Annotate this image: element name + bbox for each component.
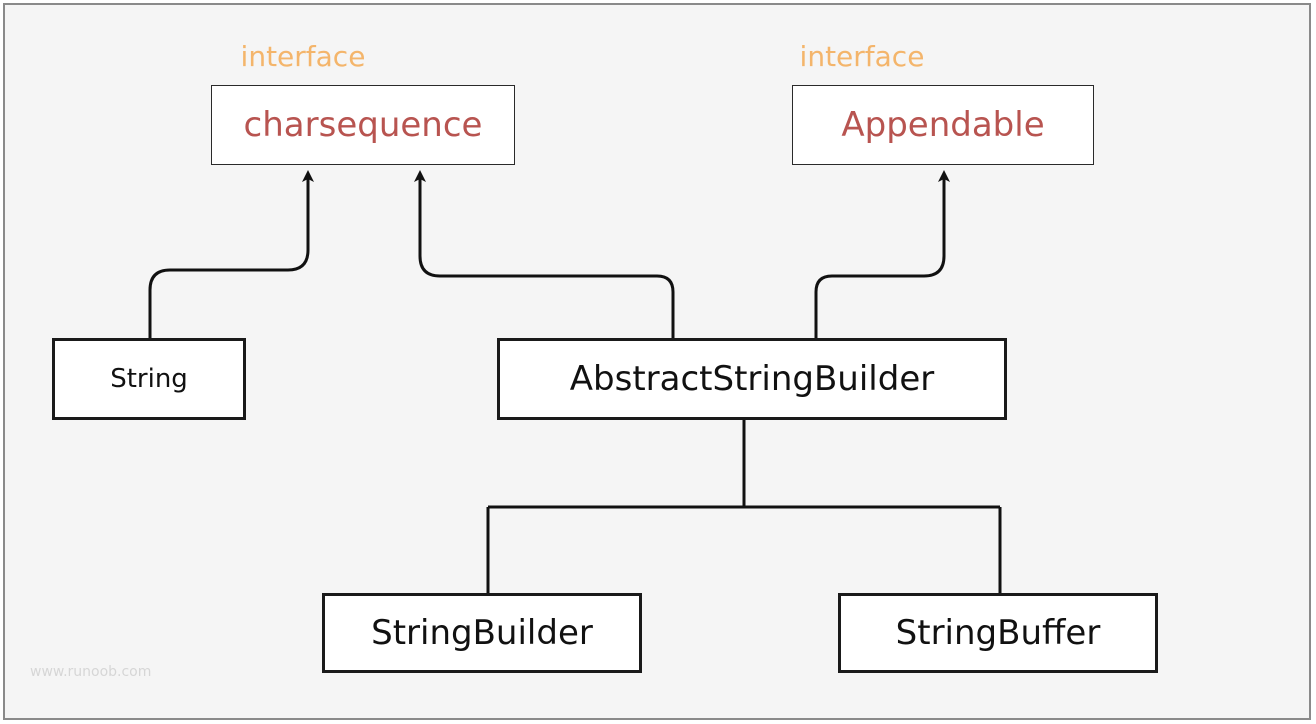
stringbuffer-label: StringBuffer [895,613,1101,653]
appendable-interface-box: Appendable [792,85,1094,165]
abstractstringbuilder-label: AbstractStringBuilder [569,359,935,399]
stringbuilder-class-box: StringBuilder [322,593,642,673]
string-class-box: String [52,338,246,420]
edge-abstractstringbuilder-to-appendable [814,170,950,338]
appendable-stereotype: interface [799,40,925,73]
abstractstringbuilder-class-box: AbstractStringBuilder [497,338,1007,420]
edge-abstractstringbuilder-to-charsequence [414,170,675,338]
watermark: www.runoob.com [30,664,152,680]
charsequence-stereotype: interface [240,40,366,73]
charsequence-label: charsequence [243,105,483,145]
edge-string-to-charsequence [148,170,314,338]
charsequence-interface-box: charsequence [211,85,515,165]
string-label: String [110,364,188,394]
stringbuffer-class-box: StringBuffer [838,593,1158,673]
appendable-label: Appendable [841,105,1045,145]
stringbuilder-label: StringBuilder [371,613,593,653]
